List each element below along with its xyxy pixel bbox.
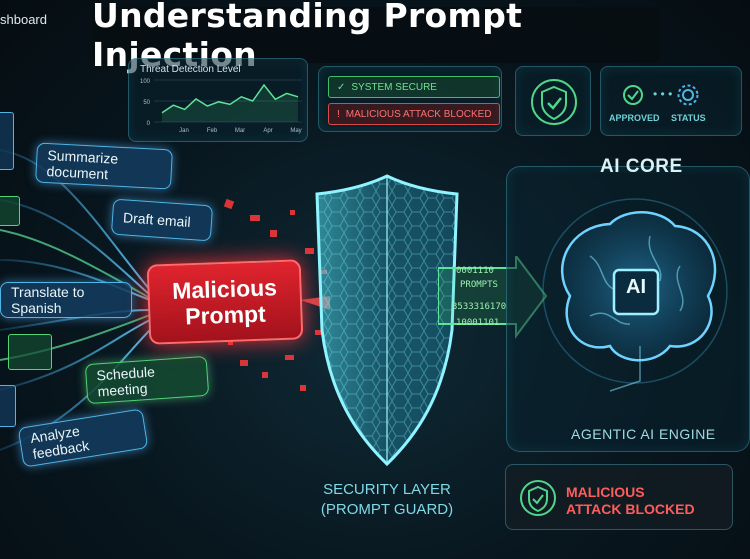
ai-chip-label: AI xyxy=(626,276,646,298)
alert-icon: ! xyxy=(337,108,340,120)
approval-panel: • • • APPROVED STATUS xyxy=(600,66,742,136)
prompt-schedule: Schedule meeting xyxy=(84,355,210,405)
doc-card-icon xyxy=(0,112,14,170)
chart-x-tick: Feb xyxy=(207,128,218,134)
approved-check-icon xyxy=(623,85,643,105)
malicious-line1: Malicious xyxy=(171,273,278,304)
page-title: Understanding Prompt Injection xyxy=(92,0,523,74)
prompt-draft-email: Draft email xyxy=(110,198,214,242)
chart-x-tick: Apr xyxy=(263,128,272,134)
chart-x-tick: Mar xyxy=(235,128,245,134)
approved-label: APPROVED xyxy=(609,113,660,123)
brain-icon xyxy=(542,198,728,392)
attack-blocked-text: MALICIOUS ATTACK BLOCKED xyxy=(566,484,695,518)
status-panel xyxy=(318,66,502,132)
chart-x-tick: May xyxy=(290,128,301,134)
doc-card-icon xyxy=(0,385,16,427)
chart-title: Threat Detection Level xyxy=(140,64,241,75)
blocked-line1: MALICIOUS xyxy=(566,484,645,500)
security-line2: (PROMPT GUARD) xyxy=(320,501,454,519)
shield-check-icon xyxy=(531,79,577,125)
status-label: STATUS xyxy=(671,113,706,123)
doc-card-icon xyxy=(0,196,20,226)
malicious-prompt-box: Malicious Prompt xyxy=(146,259,304,345)
prompt-translate: Translate to Spanish xyxy=(0,282,132,318)
attack-blocked-label: MALICIOUS ATTACK BLOCKED xyxy=(345,108,492,120)
chart-series-line xyxy=(161,83,299,114)
blocked-line2: ATTACK BLOCKED xyxy=(566,500,695,517)
chart-y-tick: 100 xyxy=(140,79,151,85)
security-layer-label: SECURITY LAYER (PROMPT GUARD) xyxy=(314,480,460,521)
dashboard-label: shboard xyxy=(0,12,47,27)
attack-blocked-panel xyxy=(505,464,733,530)
malicious-line2: Prompt xyxy=(184,300,267,330)
dots-icon: • • • xyxy=(653,87,673,101)
gear-icon xyxy=(677,84,699,106)
doc-card-icon xyxy=(8,334,52,370)
chart-area xyxy=(162,85,298,122)
shield-status-panel xyxy=(515,66,591,136)
binary-line-2: PROMPTS xyxy=(460,280,498,290)
attack-blocked-badge: ! MALICIOUS ATTACK BLOCKED xyxy=(328,103,500,125)
chart-y-tick: 0 xyxy=(147,121,151,127)
security-line1: SECURITY LAYER xyxy=(323,481,451,498)
binary-line-1: 0001110 xyxy=(456,266,494,276)
binary-line-3: 3533316170 xyxy=(452,302,507,312)
prompt-summarize: Summarize document xyxy=(35,142,173,190)
system-secure-badge: ✓ SYSTEM SECURE xyxy=(328,76,500,98)
title-banner: Understanding Prompt Injection xyxy=(92,0,660,74)
shield-check-icon xyxy=(520,480,556,516)
chart-x-tick: Jan xyxy=(179,128,189,134)
binary-line-4: 10001101 xyxy=(456,318,500,328)
agentic-engine-label: AGENTIC AI ENGINE xyxy=(571,426,716,442)
check-icon: ✓ xyxy=(337,81,346,93)
ai-core-title: AI CORE xyxy=(600,156,683,177)
chart-y-tick: 50 xyxy=(143,100,150,106)
security-shield xyxy=(315,174,459,467)
system-secure-label: SYSTEM SECURE xyxy=(351,81,437,93)
threat-chart-panel xyxy=(128,58,308,142)
